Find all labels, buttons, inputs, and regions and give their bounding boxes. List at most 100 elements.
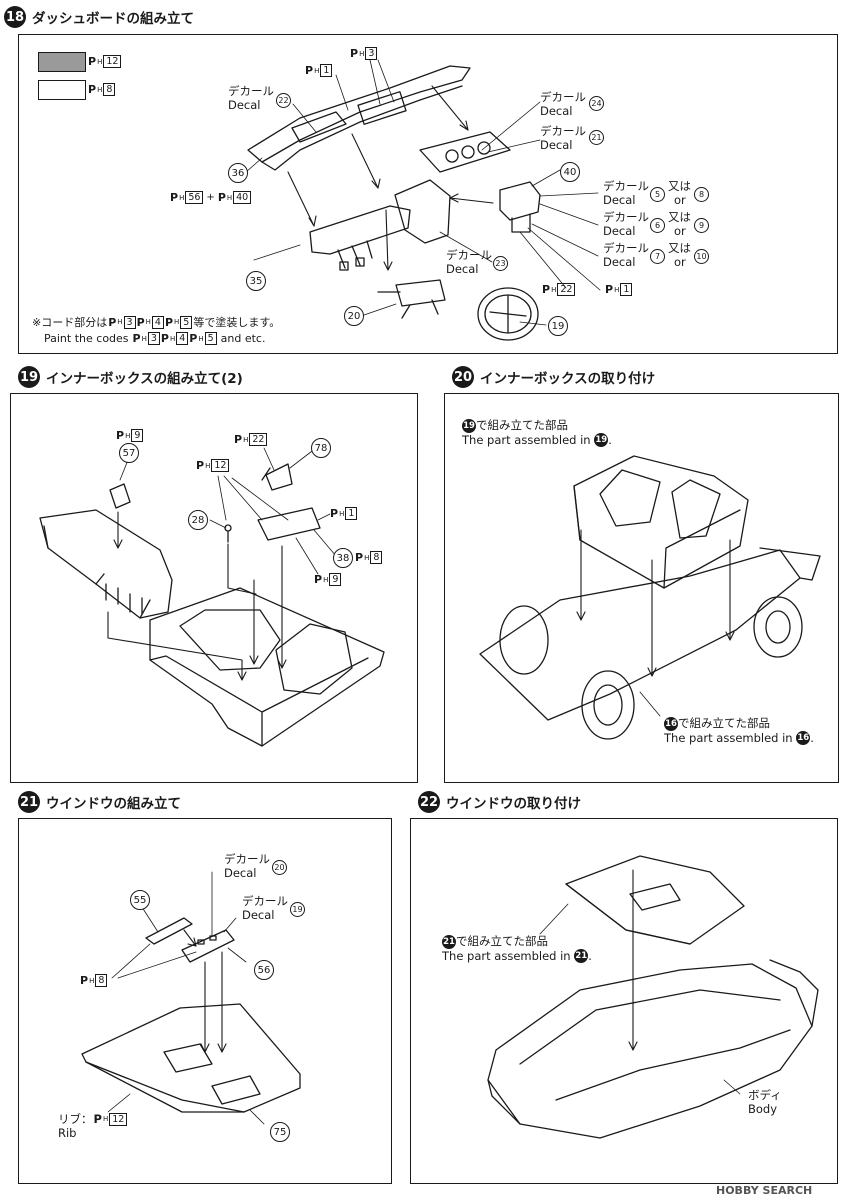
ref-16-badge: 16 [664,716,678,731]
step-19-badge: 19 [18,366,40,388]
part-20-callout: 20 [344,306,364,326]
decal-5-label: デカール Decal [603,179,649,207]
decal-en: Decal [603,224,636,238]
body-jp: ボディ [748,1088,782,1102]
plus-sign: + [206,192,215,203]
decal-23-label: デカール Decal [446,248,492,276]
ph-prefix: P [170,191,179,204]
ph-code: 9 [131,429,144,442]
asm-jp: で組み立てた部品 [678,716,770,730]
ph-prefix: P [93,1112,102,1126]
ph-prefix: P [542,283,551,296]
step-21-header: 21 ウインドウの組み立て [18,791,181,813]
decal-23-number: 23 [493,256,508,271]
decal-24-number: 24 [589,96,604,111]
decal-7-number: 7 [650,249,665,264]
rib-jp: リブ： [58,1112,93,1126]
ph-code: 8 [370,551,383,564]
step-22-badge: 22 [418,791,440,813]
decal-19-label: デカール Decal [242,894,288,922]
rib-en: Rib [58,1126,77,1140]
ph-prefix: P [330,507,339,520]
step-21-leaders [107,871,265,1125]
asm-jp: で組み立てた部品 [476,418,568,432]
ph-prefix: P [88,55,97,68]
ref-16-badge: 16 [796,731,811,745]
ph-code: 5 [180,315,193,329]
step-18-badge: 18 [4,6,26,28]
ref-21-badge: 21 [574,949,589,963]
step-18-arrows [287,85,494,271]
decal-en: Decal [446,262,479,276]
dot: . [588,948,592,963]
decal-6-number: 6 [650,218,665,233]
step-21-title: ウインドウの組み立て [46,796,181,812]
decal-en: Decal [228,98,261,112]
part-55-callout: 55 [130,890,150,910]
ph-sub: H [226,193,233,202]
part-36-callout: 36 [228,163,248,183]
ph-sub: H [339,509,345,518]
ph-code: 1 [620,283,633,296]
note-en-a: Paint the codes [44,332,129,345]
ph-code: 1 [320,64,333,77]
step-22-header: 22 ウインドウの取り付け [418,791,581,813]
ph-sub: H [205,461,211,470]
decal-en: Decal [224,866,257,880]
ph-sub: H [551,285,557,294]
dot: . [608,432,612,447]
or-jp: 又は [668,210,691,224]
chassis-20-drawing [479,455,821,740]
step-19-panel [10,393,418,783]
body-en: Body [748,1102,778,1116]
ph-prefix: P [196,459,205,472]
decal-jp: デカール [446,248,492,262]
ph-sub: H [169,334,176,343]
decal-20-number: 20 [272,860,287,875]
body-label: ボディ Body [748,1088,782,1116]
ph-prefix: P [305,64,314,77]
step-20-title: インナーボックスの取り付け [480,371,656,387]
ph-code: 4 [176,332,189,345]
ph-sub: H [141,334,147,343]
or-jp: 又は [668,179,691,193]
decal-10-number: 10 [694,249,709,264]
step-20-arrows [576,529,735,677]
part-56-callout: 56 [254,960,274,980]
or-label-3: 又は or [668,241,691,269]
step-20-badge: 20 [452,366,474,388]
asm-jp: で組み立てた部品 [456,934,548,948]
ph-prefix: P [350,47,359,60]
ph-prefix: P [116,429,125,442]
or-en: or [674,255,686,269]
ph-prefix: P [80,974,89,987]
ph-code: 9 [329,573,342,586]
ph-code: 12 [211,459,230,472]
decal-en: Decal [603,255,636,269]
decal-en: Decal [603,193,636,207]
dot: . [810,730,814,745]
step-19-title: インナーボックスの組み立て(2) [46,371,243,387]
ph-prefix: P [189,332,198,345]
decal-20-label: デカール Decal [224,852,270,880]
ph-sub: H [314,66,320,75]
ph-prefix: P [355,551,364,564]
decal-en: Decal [540,138,573,152]
ph-prefix: P [88,83,97,96]
ph-sub: H [97,85,103,94]
assembled-21-note: 21で組み立てた部品 The part assembled in 21. [442,934,592,963]
ph-sub: H [145,318,151,326]
decal-5-number: 5 [650,187,665,202]
ph-code: 12 [109,1112,128,1126]
